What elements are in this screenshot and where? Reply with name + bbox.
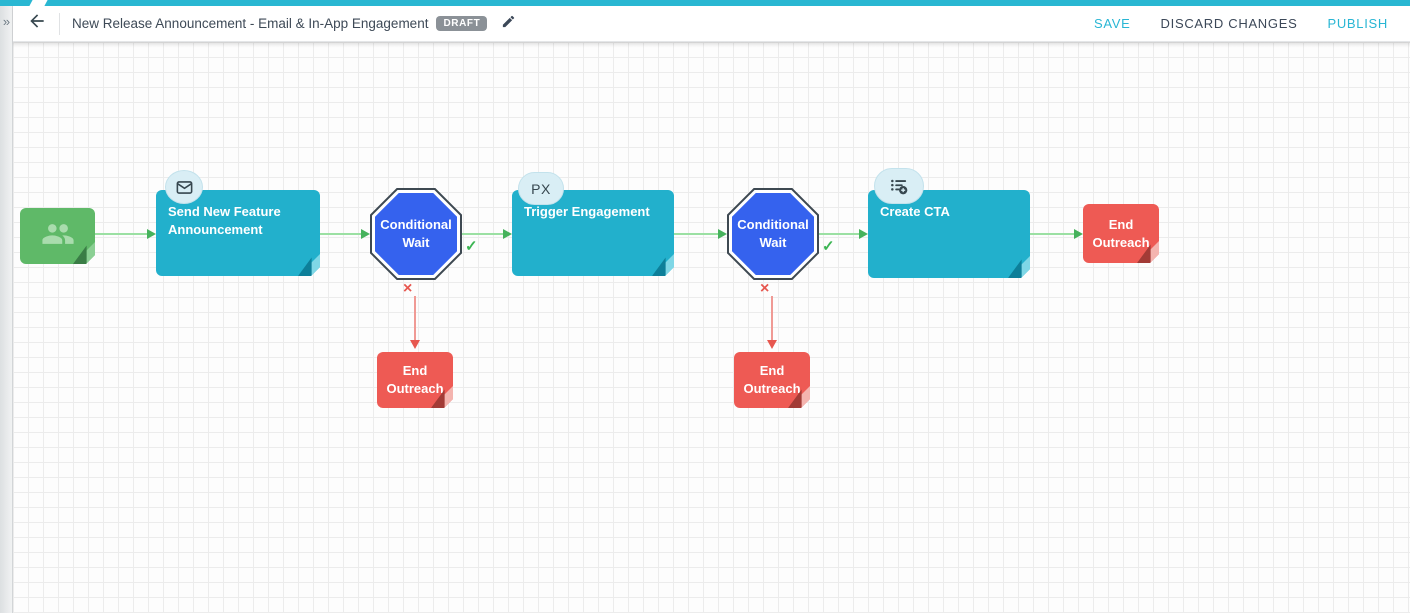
connector-success <box>819 233 859 235</box>
top-strip-notch <box>29 0 48 6</box>
email-icon <box>165 170 203 204</box>
discard-changes-button[interactable]: DISCARD CHANGES <box>1160 16 1298 31</box>
arrowhead-right-icon <box>718 229 727 239</box>
node-label: End Outreach <box>1092 216 1150 250</box>
connector-failure <box>771 296 773 340</box>
node-label: Send New Feature Announcement <box>168 204 281 237</box>
node-end-outreach-main[interactable]: End Outreach <box>1083 204 1159 263</box>
check-icon: ✓ <box>822 238 835 255</box>
connector-success <box>320 233 361 235</box>
node-label: Conditional Wait <box>732 193 814 275</box>
expand-panel-chevron-icon[interactable]: » <box>2 14 11 29</box>
arrow-left-icon <box>27 11 47 36</box>
folded-corner <box>652 254 674 276</box>
connector-success <box>462 233 503 235</box>
node-segment-source[interactable] <box>20 208 95 264</box>
cta-list-add-icon <box>874 168 924 204</box>
status-badge: DRAFT <box>436 16 488 31</box>
node-label: Trigger Engagement <box>524 204 650 219</box>
node-label: End Outreach <box>386 363 444 396</box>
node-conditional-wait-2[interactable]: Conditional Wait <box>727 188 819 280</box>
check-icon: ✓ <box>465 238 478 255</box>
arrowhead-right-icon <box>1074 229 1083 239</box>
arrowhead-right-icon <box>503 229 512 239</box>
arrowhead-right-icon <box>361 229 370 239</box>
node-conditional-wait-1[interactable]: Conditional Wait <box>370 188 462 280</box>
arrowhead-right-icon <box>859 229 868 239</box>
arrowhead-down-icon <box>767 340 777 349</box>
pencil-icon <box>501 14 516 34</box>
px-badge: PX <box>518 172 564 205</box>
px-badge-label: PX <box>531 180 551 197</box>
node-label: Create CTA <box>880 204 950 219</box>
publish-button[interactable]: PUBLISH <box>1327 16 1388 31</box>
x-icon: × <box>403 280 413 297</box>
x-icon: × <box>760 280 770 297</box>
folded-corner <box>298 254 320 276</box>
toolbar-divider <box>59 12 60 35</box>
workflow-canvas[interactable]: Send New Feature Announcement Conditiona… <box>13 42 1410 613</box>
program-title: New Release Announcement - Email & In-Ap… <box>72 16 429 31</box>
folded-corner <box>73 242 95 264</box>
node-end-outreach-branch-1[interactable]: End Outreach <box>377 352 453 408</box>
node-label: End Outreach <box>743 363 801 396</box>
back-button[interactable] <box>23 10 51 38</box>
node-end-outreach-branch-2[interactable]: End Outreach <box>734 352 810 408</box>
node-label: Conditional Wait <box>375 193 457 275</box>
connector-success <box>674 233 718 235</box>
connector-success <box>95 233 147 235</box>
top-app-strip <box>0 0 1410 6</box>
connector-failure <box>414 296 416 340</box>
participants-icon <box>41 217 75 256</box>
edit-title-button[interactable] <box>497 13 519 35</box>
toolbar: New Release Announcement - Email & In-Ap… <box>13 6 1410 42</box>
folded-corner <box>1008 256 1030 278</box>
node-send-email[interactable]: Send New Feature Announcement <box>156 190 320 276</box>
save-button[interactable]: SAVE <box>1094 16 1131 31</box>
connector-success <box>1030 233 1074 235</box>
arrowhead-down-icon <box>410 340 420 349</box>
collapsed-side-panel[interactable]: » <box>0 6 13 613</box>
arrowhead-right-icon <box>147 229 156 239</box>
